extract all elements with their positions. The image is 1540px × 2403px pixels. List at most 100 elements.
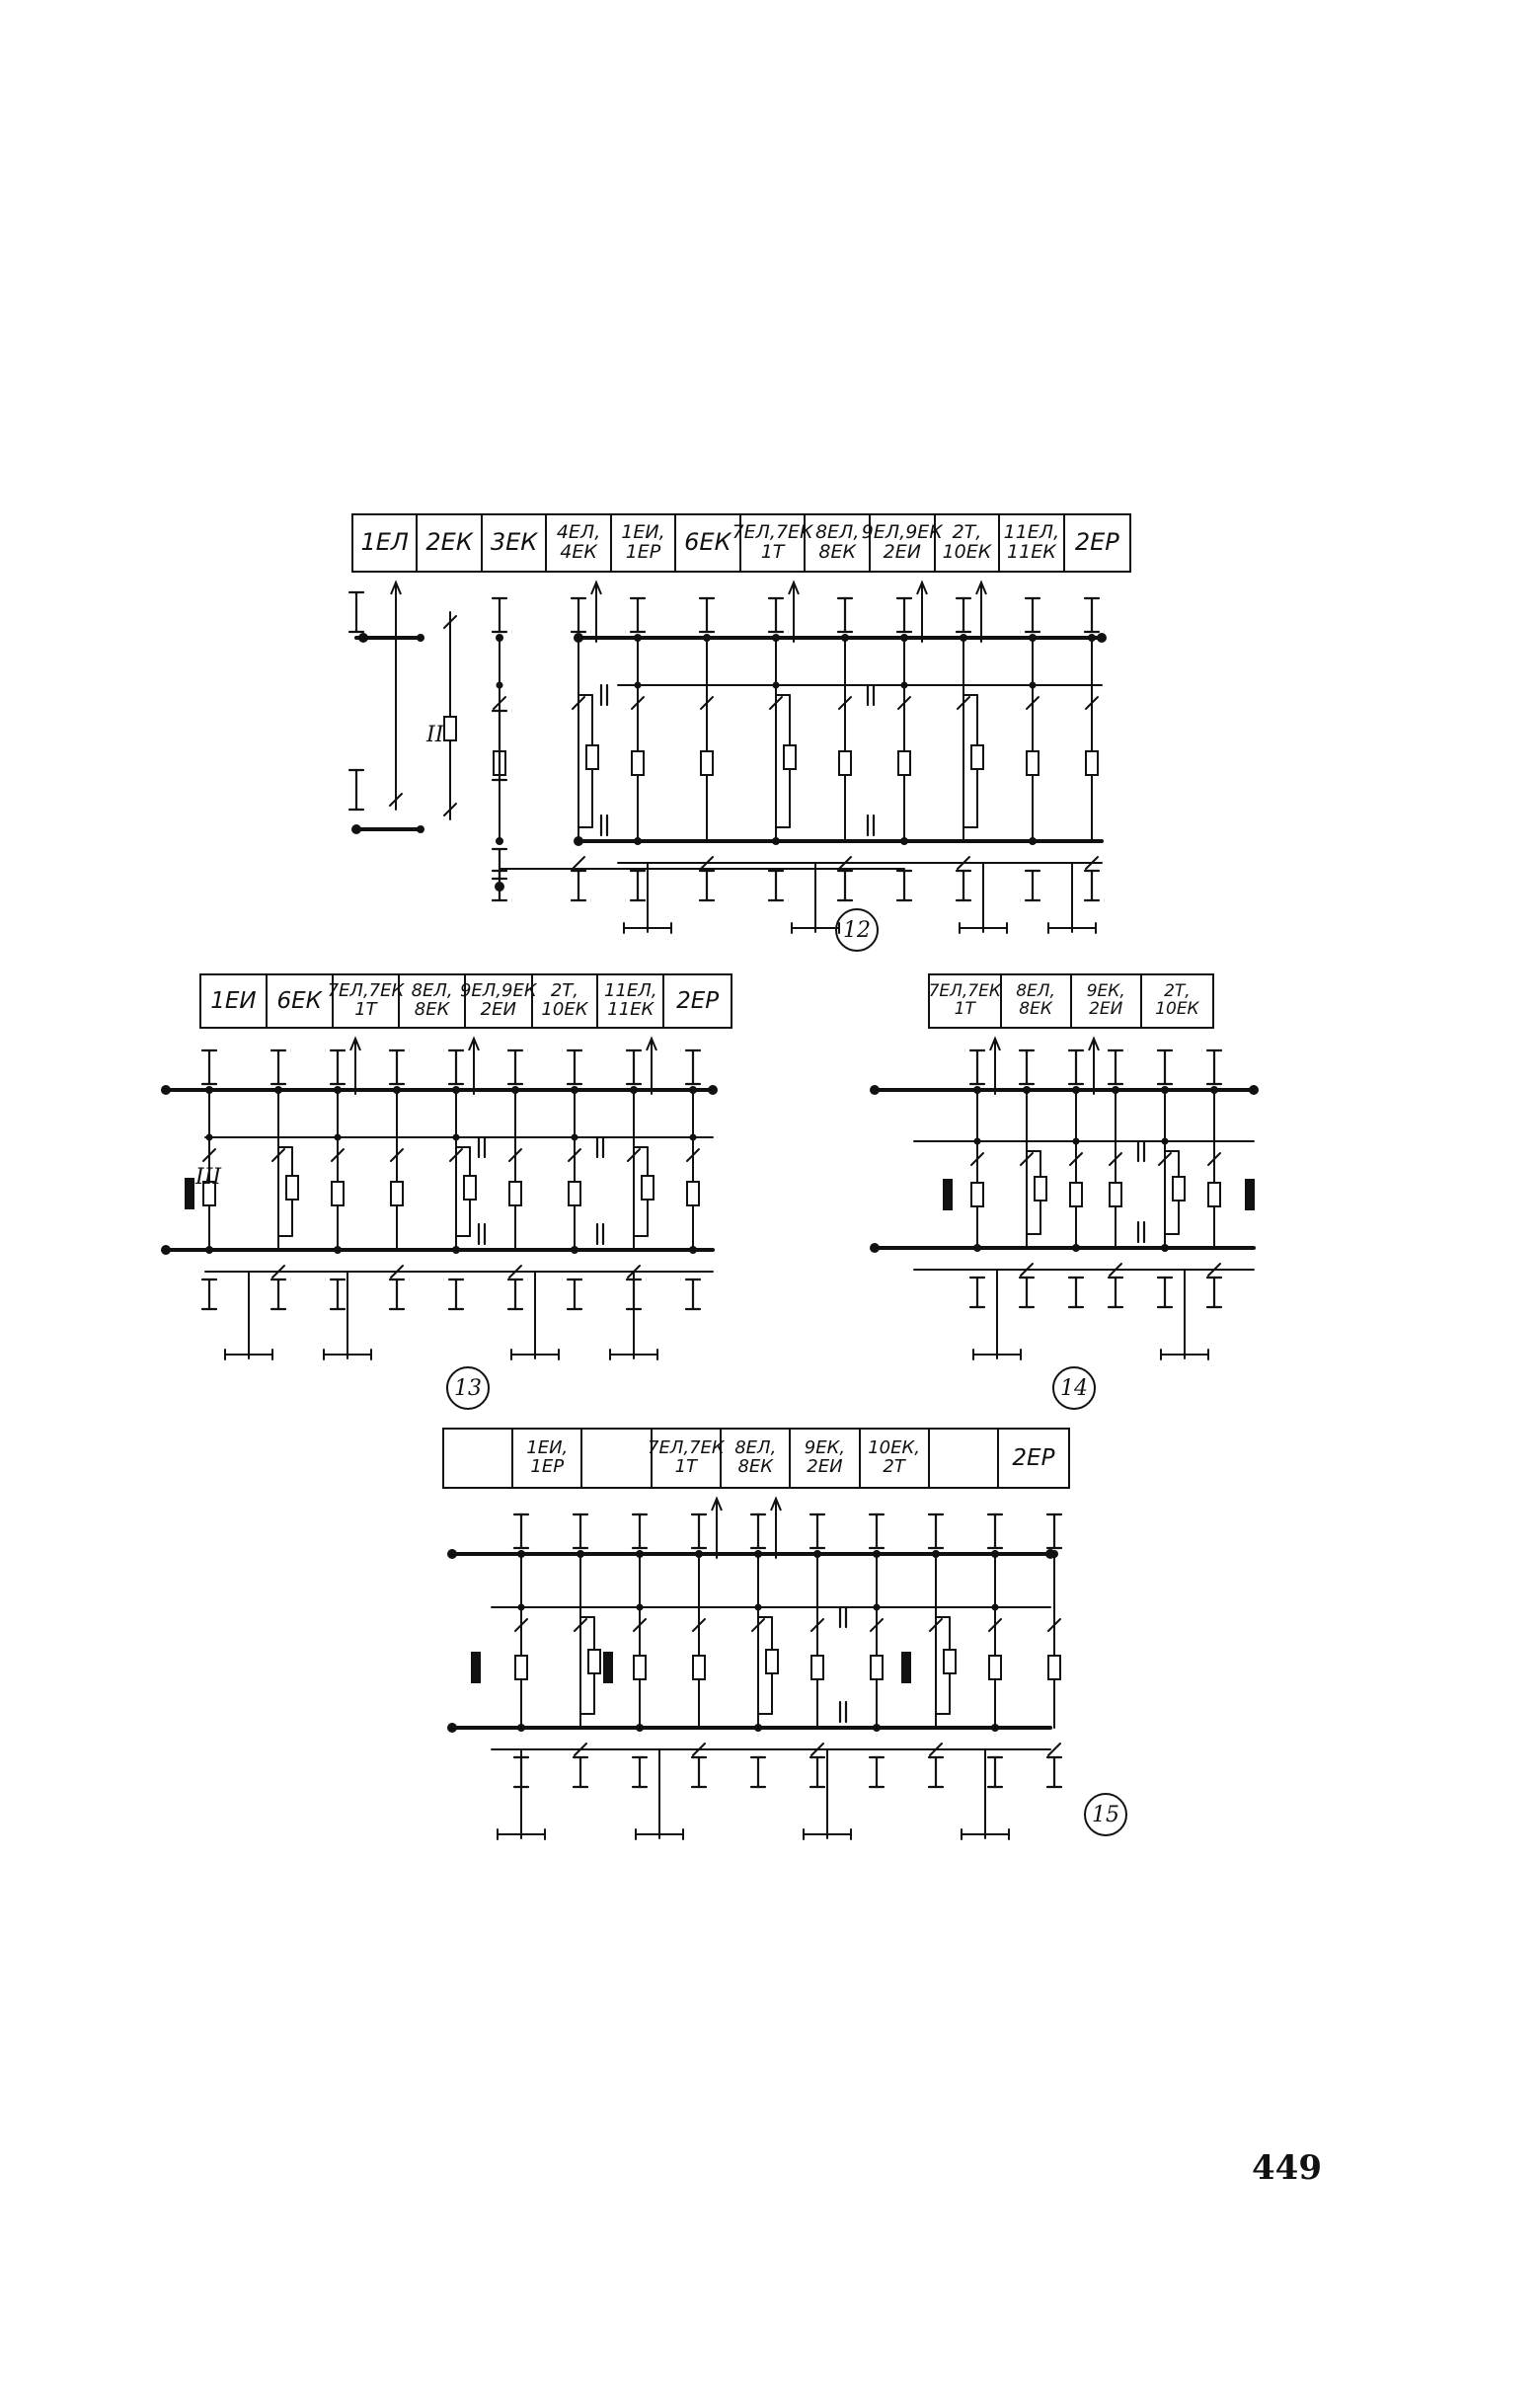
- resistor: [686, 1181, 700, 1206]
- junction-dot: [991, 1550, 999, 1558]
- junction-dot: [630, 1086, 638, 1094]
- contact-mark: [574, 1618, 587, 1632]
- junction-dot: [571, 1086, 578, 1094]
- resistor: [943, 1649, 957, 1674]
- contact-mark: [686, 1148, 700, 1162]
- junction-dot: [991, 1603, 999, 1611]
- header-cell: 2ЕР: [1065, 515, 1129, 571]
- contact-mark: [1047, 1618, 1061, 1632]
- header-cell-line1: 4ЕЛ,: [556, 521, 601, 544]
- resistor: [202, 1181, 216, 1206]
- resistor: [810, 1655, 824, 1680]
- junction-dot: [517, 1724, 525, 1732]
- header-cell: 1ЕЛ: [353, 515, 419, 571]
- header-cell-line2: 11ЕК: [607, 999, 654, 1020]
- header-cell-line1: 9ЕК,: [1086, 981, 1125, 1002]
- junction-dot: [900, 634, 908, 642]
- figure-15-number: 15: [1084, 1793, 1127, 1836]
- contact-mark: [514, 1618, 528, 1632]
- junction-dot: [1029, 837, 1037, 845]
- contact-mark: [1207, 1152, 1221, 1166]
- header-cell-line1: 2Т,: [550, 980, 579, 1002]
- contact-mark: [443, 803, 457, 816]
- junction-dot: [393, 1086, 401, 1094]
- junction-dot: [634, 681, 642, 689]
- resistor: [838, 750, 852, 776]
- header-cell-line1: 8ЕЛ,: [814, 521, 860, 544]
- contact-mark: [443, 615, 457, 629]
- contact-mark: [957, 856, 970, 870]
- junction-dot: [161, 1085, 171, 1095]
- header-cell: 3ЕК: [483, 515, 548, 571]
- arrow-head: [646, 1036, 657, 1051]
- header-cell-line2: 10ЕК: [942, 541, 992, 563]
- relay-block: [1245, 1179, 1255, 1210]
- contact-mark: [988, 1618, 1002, 1632]
- junction-dot: [205, 1086, 213, 1094]
- junction-dot: [1097, 633, 1107, 643]
- contact-mark: [1109, 1152, 1122, 1166]
- header-cell-line2: 11ЕК: [1007, 541, 1056, 563]
- arrow-head: [349, 1036, 361, 1051]
- junction-dot: [496, 681, 503, 689]
- header-cell-line2: 1ЕР: [625, 541, 661, 563]
- contact-mark: [631, 696, 645, 710]
- junction-dot: [703, 634, 711, 642]
- header-cell: 9ЕК,2ЕИ: [1072, 975, 1142, 1027]
- header-cell-line2: 1Т: [954, 999, 975, 1019]
- header-cell-line2: 1Т: [674, 1456, 698, 1477]
- junction-dot: [900, 681, 908, 689]
- header-cell-line1: 7ЕЛ,7ЕК: [928, 981, 1001, 1002]
- header-cell: 1ЕИ: [201, 975, 268, 1027]
- header-cell: 6ЕК: [676, 515, 741, 571]
- header-cell-line1: 3ЕК: [490, 528, 538, 557]
- header-cell: 1ЕИ,1ЕР: [513, 1430, 583, 1487]
- contact-mark: [838, 856, 852, 870]
- junction-dot: [636, 1603, 644, 1611]
- contact-mark: [897, 696, 911, 710]
- junction-dot: [973, 1137, 981, 1145]
- resistor: [1207, 1182, 1221, 1207]
- junction-dot: [960, 634, 967, 642]
- junction-dot: [452, 1246, 460, 1254]
- relay-block: [943, 1179, 953, 1210]
- contact-mark: [1109, 1263, 1122, 1277]
- header-cell-line2: 2ЕИ: [1089, 999, 1123, 1019]
- junction-dot: [973, 1086, 981, 1094]
- junction-dot: [447, 1723, 457, 1733]
- contact-mark: [1047, 1743, 1061, 1756]
- junction-dot: [571, 1246, 578, 1254]
- header-cell-line1: 1ЕИ,: [526, 1437, 569, 1459]
- junction-dot: [772, 634, 780, 642]
- contact-mark: [572, 856, 585, 870]
- contact-mark: [810, 1618, 824, 1632]
- header-cell-line1: 11ЕЛ,: [604, 980, 657, 1002]
- junction-dot: [161, 1245, 171, 1255]
- arrow-head: [770, 1496, 782, 1512]
- contact-mark: [202, 1148, 216, 1162]
- junction-dot: [334, 1086, 342, 1094]
- contact-mark: [1207, 1263, 1221, 1277]
- resistor: [585, 744, 599, 770]
- junction-dot: [447, 1549, 457, 1559]
- header-cell: 2Т,10ЕК: [533, 975, 599, 1027]
- junction-dot: [511, 1086, 519, 1094]
- resistor: [783, 744, 797, 770]
- header-cell: 6ЕК: [268, 975, 334, 1027]
- relay-block: [471, 1652, 481, 1683]
- arrow-head: [788, 580, 800, 595]
- junction-dot: [991, 1724, 999, 1732]
- junction-dot: [1072, 1244, 1080, 1252]
- header-cell-line2: 2ЕИ: [480, 999, 516, 1020]
- relay-block: [603, 1652, 613, 1683]
- header-cell-line1: 2ЕР: [676, 987, 720, 1014]
- resistor: [765, 1649, 779, 1674]
- figure-14-schematic: [870, 1036, 1259, 1360]
